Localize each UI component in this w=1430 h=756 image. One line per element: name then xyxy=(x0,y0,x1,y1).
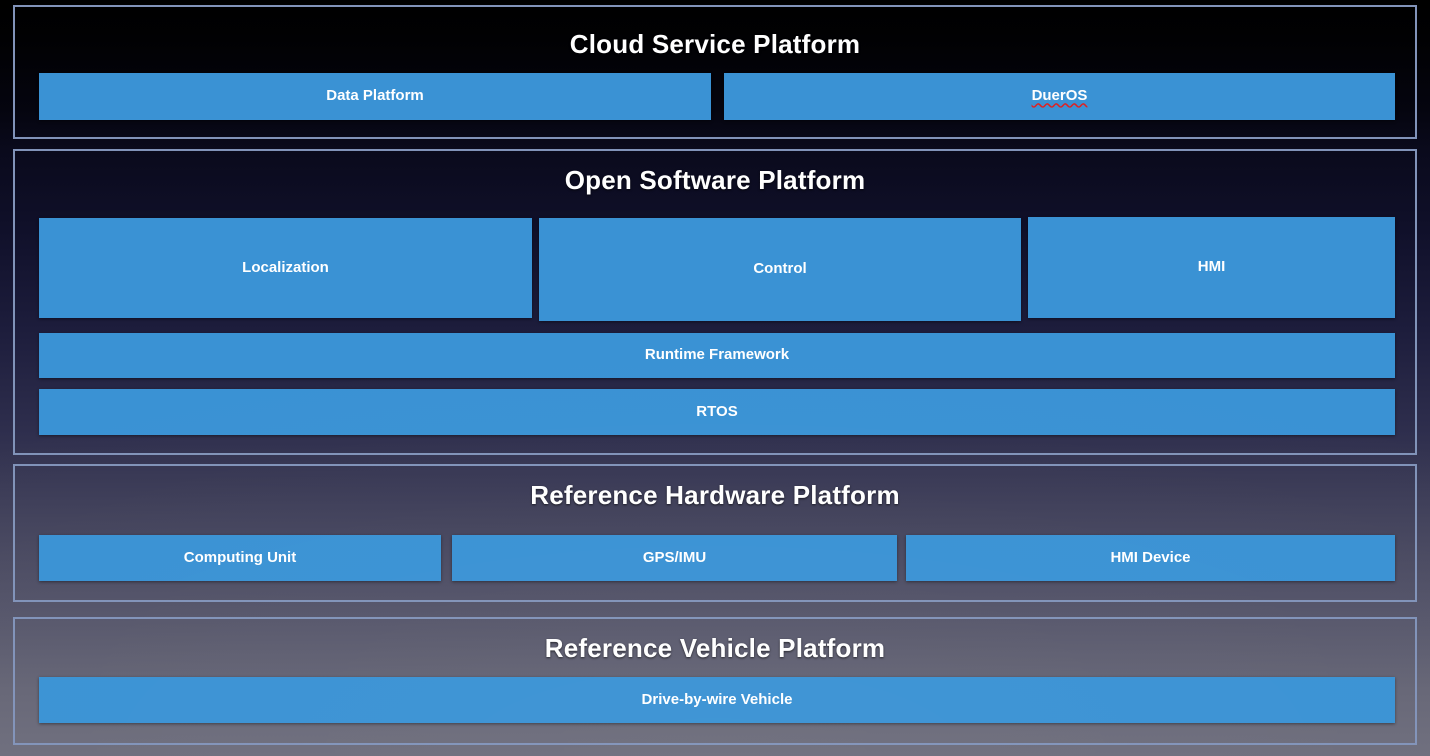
box-label-drive-by-wire-vehicle: Drive-by-wire Vehicle xyxy=(641,690,793,708)
box-label-control: Control xyxy=(753,260,807,278)
box-label-localization: Localization xyxy=(242,258,329,276)
box-dueros[interactable]: DuerOS xyxy=(724,73,1395,120)
box-localization[interactable]: Localization xyxy=(39,218,532,318)
section-title-open-software-platform: Open Software Platform xyxy=(564,165,866,195)
section-reference-vehicle-platform: Reference Vehicle Platform Drive-by-wire… xyxy=(13,617,1417,745)
box-label-runtime-framework: Runtime Framework xyxy=(644,346,790,364)
box-label-rtos: RTOS xyxy=(696,402,738,420)
box-hmi-device[interactable]: HMI Device xyxy=(906,535,1395,581)
box-label-hmi-device: HMI Device xyxy=(1110,548,1191,566)
box-computing-unit[interactable]: Computing Unit xyxy=(39,535,441,581)
section-reference-hardware-platform: Reference Hardware Platform Computing Un… xyxy=(13,464,1417,602)
section-open-software-platform: Open Software Platform Localization Cont… xyxy=(13,149,1417,455)
box-hmi[interactable]: HMI xyxy=(1028,217,1395,318)
section-cloud-service-platform: Cloud Service Platform Data Platform Due… xyxy=(13,5,1417,139)
box-label-data-platform: Data Platform xyxy=(326,87,424,105)
box-label-dueros: DuerOS xyxy=(1031,87,1088,105)
box-label-hmi: HMI xyxy=(1197,258,1226,276)
box-data-platform[interactable]: Data Platform xyxy=(39,73,711,120)
box-runtime-framework[interactable]: Runtime Framework xyxy=(39,333,1395,378)
section-title-reference-vehicle-platform: Reference Vehicle Platform xyxy=(544,633,886,663)
box-control[interactable]: Control xyxy=(539,218,1021,321)
box-gps-imu[interactable]: GPS/IMU xyxy=(452,535,897,581)
box-label-gps-imu: GPS/IMU xyxy=(642,548,707,566)
box-rtos[interactable]: RTOS xyxy=(39,389,1395,435)
box-label-computing-unit: Computing Unit xyxy=(183,548,297,566)
section-title-cloud-service-platform: Cloud Service Platform xyxy=(569,29,861,59)
box-drive-by-wire-vehicle[interactable]: Drive-by-wire Vehicle xyxy=(39,677,1395,723)
section-title-reference-hardware-platform: Reference Hardware Platform xyxy=(530,480,900,510)
